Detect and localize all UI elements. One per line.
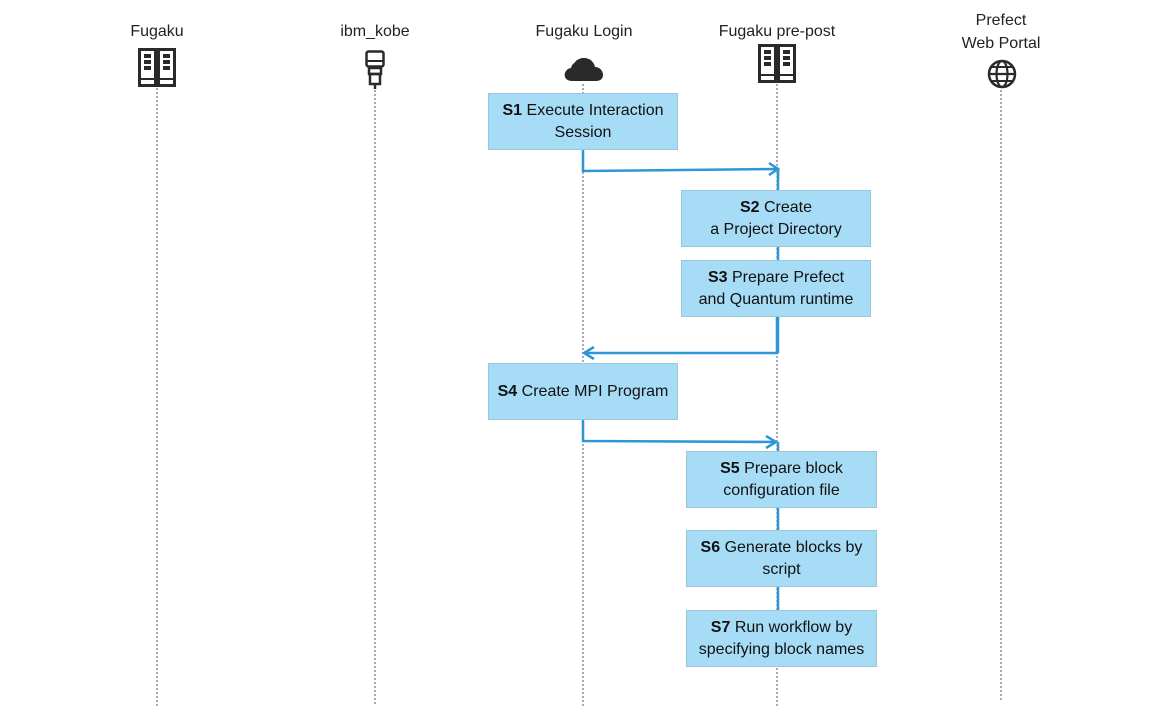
actor-label-line: Prefect [975, 12, 1027, 29]
message-arrow-1-head [768, 161, 781, 177]
step-text: script [762, 560, 801, 578]
actor-label-line: Fugaku Login [535, 23, 633, 40]
step-s2: S2 Create a Project Directory [681, 190, 871, 247]
message-arrow-1 [581, 147, 780, 178]
message-arrow-3 [581, 418, 776, 444]
actor-label-fugaku: Fugaku [47, 20, 267, 43]
server-rack-icon [138, 48, 176, 87]
actor-label-prefect-portal: Prefect Web Portal [891, 9, 1111, 55]
step-text: Create [764, 198, 813, 216]
step-code: S6 [700, 538, 721, 556]
step-s4: S4 Create MPI Program [488, 363, 678, 420]
step-text: Execute Interaction [526, 101, 664, 119]
step-text: and Quantum runtime [698, 290, 854, 308]
message-arrow-2 [585, 315, 779, 355]
step-text: Create MPI Program [521, 382, 669, 400]
actor-label-fugaku-login: Fugaku Login [474, 20, 694, 43]
server-rack-icon [758, 44, 796, 83]
actor-label-line: Fugaku pre-post [718, 23, 836, 40]
step-text: Run workflow by [734, 618, 853, 636]
step-text: configuration file [723, 481, 840, 499]
step-text: Generate blocks by [724, 538, 863, 556]
actor-label-line: ibm_kobe [340, 23, 410, 40]
message-arrow-2-head [581, 345, 595, 361]
actor-label-line: Web Portal [961, 35, 1041, 52]
message-arrow-3-head [765, 434, 779, 450]
step-code: S2 [739, 198, 760, 216]
quantum-device-icon [365, 50, 385, 89]
step-s3: S3 Prepare Prefect and Quantum runtime [681, 260, 871, 317]
step-s6: S6 Generate blocks by script [686, 530, 877, 587]
step-code: S4 [497, 382, 518, 400]
actor-label-line: Fugaku [130, 23, 184, 40]
step-text: Session [554, 123, 612, 141]
step-text: a Project Directory [710, 220, 842, 238]
step-text: specifying block names [698, 640, 865, 658]
step-code: S1 [502, 101, 523, 119]
globe-icon [987, 59, 1017, 89]
actor-label-ibm-kobe: ibm_kobe [265, 20, 485, 43]
step-s5: S5 Prepare block configuration file [686, 451, 877, 508]
step-text: Prepare Prefect [731, 268, 845, 286]
step-code: S3 [707, 268, 728, 286]
step-code: S5 [720, 459, 740, 477]
step-s1: S1 Execute Interaction Session [488, 93, 678, 150]
cloud-icon [564, 58, 603, 81]
actor-label-fugaku-prepost: Fugaku pre-post [667, 20, 887, 43]
step-text: Prepare block [744, 459, 843, 477]
step-code: S7 [710, 618, 731, 636]
step-s7: S7 Run workflow by specifying block name… [686, 610, 877, 667]
